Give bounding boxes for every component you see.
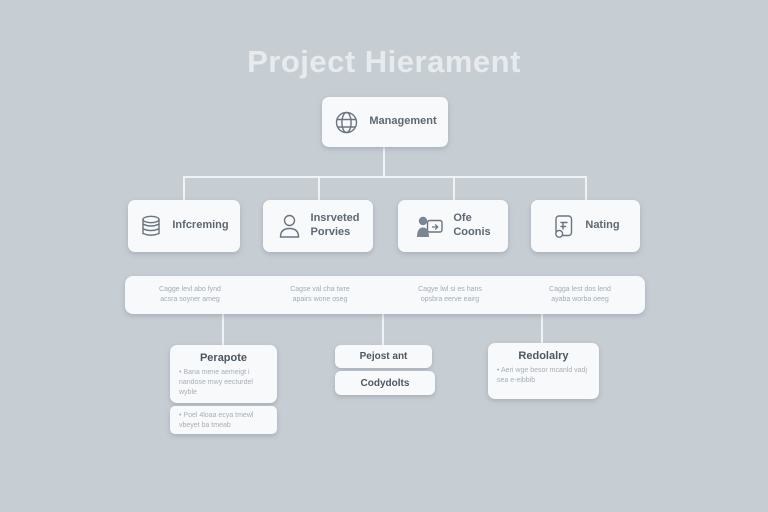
- page-title: Project Hierament: [247, 44, 521, 79]
- document-icon: [551, 213, 576, 240]
- connector-bottom-left: [222, 313, 224, 346]
- connector-bottom-right: [541, 313, 543, 344]
- node-label: Insrveted Porvies: [310, 212, 360, 238]
- connector-branch-3: [453, 176, 455, 201]
- card-title: Perapote: [199, 352, 248, 364]
- database-icon: [139, 213, 163, 240]
- node-label: Ofe Coonis: [453, 212, 491, 238]
- card-title: Redolalry: [518, 350, 569, 362]
- node-ofe-coonis: Ofe Coonis: [398, 200, 508, 252]
- summary-band: Cagge levl abo fynd acsra soyner ameg Ca…: [125, 276, 645, 314]
- card-perapote: Perapote • Bana mene aemeigt i nandose m…: [170, 345, 277, 403]
- card-bullet-text: • Bana mene aemeigt i nandose mwy eectur…: [179, 369, 253, 396]
- summary-column-4: Cagga lest dos lend ayaba worba oeeg: [549, 285, 611, 303]
- connector-bottom-middle: [382, 313, 384, 346]
- node-infcreming: Infcreming: [128, 200, 240, 252]
- box-label: Pejost ant: [359, 351, 408, 362]
- node-label: Infcreming: [172, 219, 229, 232]
- summary-column-2: Cagse val cha twre apairs wone oseg: [290, 285, 350, 303]
- node-label: Nating: [585, 219, 620, 232]
- box-codydolts: Codydolts: [335, 371, 435, 395]
- connector-branch-2: [318, 176, 320, 201]
- card-perapote-note: • Poel 4loaa ecya tmewl vbeyet ba tmeab: [170, 406, 277, 434]
- connector-branch-4: [585, 176, 587, 201]
- box-pejost-ant: Pejost ant: [335, 345, 432, 368]
- connector-root-vertical: [383, 147, 385, 177]
- card-bullet-text: • Aeri wge besor mcanld vadj sea e-eibbi…: [497, 367, 587, 384]
- node-nating: Nating: [531, 200, 640, 252]
- connector-horizontal: [183, 176, 587, 178]
- node-management: Management: [322, 97, 448, 147]
- globe-icon: [333, 109, 360, 136]
- node-label: Management: [369, 115, 437, 128]
- summary-column-3: Cagye lwl si es hans opsbra eerve eairg: [418, 285, 482, 303]
- connector-branch-1: [183, 176, 185, 201]
- summary-column-1: Cagge levl abo fynd acsra soyner ameg: [159, 285, 221, 303]
- box-label: Codydolts: [360, 377, 410, 389]
- node-insrveted-porvies: Insrveted Porvies: [263, 200, 373, 252]
- card-redolalry: Redolalry • Aeri wge besor mcanld vadj s…: [488, 343, 599, 399]
- presenter-icon: [415, 214, 444, 239]
- card-bullet-text: • Poel 4loaa ecya tmewl vbeyet ba tmeab: [179, 412, 254, 429]
- user-icon: [277, 213, 302, 240]
